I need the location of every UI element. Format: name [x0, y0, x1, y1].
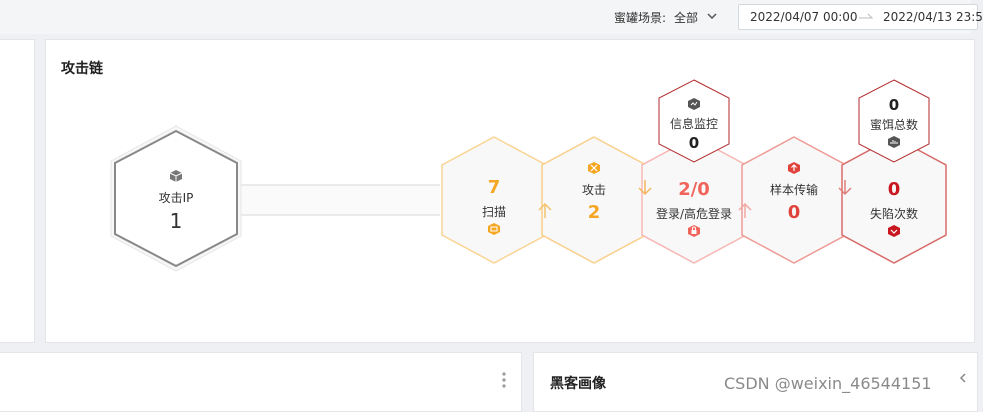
cube-icon: [169, 170, 183, 182]
stage-scan[interactable]: 7 扫描: [459, 177, 529, 240]
stage-attack-value: 2: [587, 202, 601, 223]
stage-attack-label: 攻击: [581, 183, 606, 197]
login-icon: [688, 225, 700, 237]
attack-icon: [588, 162, 600, 174]
monitor-badge[interactable]: 信息监控 0: [659, 96, 729, 154]
source-value: 1: [169, 209, 183, 233]
stage-scan-label: 扫描: [481, 205, 506, 219]
stage-sample-label: 样本传输: [769, 183, 818, 197]
bait-icon: [888, 136, 900, 148]
monitor-label: 信息监控: [669, 117, 718, 131]
stage-attack[interactable]: 攻击 2: [559, 160, 629, 224]
stage-login[interactable]: 2/0 登录/高危登录: [649, 179, 739, 242]
monitor-value: 0: [688, 134, 700, 152]
stage-scan-value: 7: [487, 177, 501, 198]
date-range-picker[interactable]: 2022/04/07 00:00 2022/04/13 23:5: [738, 4, 983, 30]
date-start[interactable]: 2022/04/07 00:00: [750, 10, 858, 24]
source-label: 攻击IP: [158, 191, 194, 205]
scene-select[interactable]: 全部: [674, 11, 699, 25]
stage-fallen-label: 失陷次数: [869, 207, 918, 221]
left-panel: [0, 39, 35, 343]
chevron-down-icon[interactable]: [706, 10, 718, 22]
bait-value: 0: [888, 96, 900, 114]
sample-icon: [788, 162, 800, 174]
watermark: CSDN @weixin_46544151: [724, 374, 932, 393]
stage-login-label: 登录/高危登录: [655, 207, 733, 221]
top-filter-bar: 蜜罐场景: 全部 2022/04/07 00:00 2022/04/13 23:…: [0, 0, 983, 34]
fallen-icon: [888, 225, 900, 237]
arrow-right-icon: [859, 13, 874, 19]
date-end[interactable]: 2022/04/13 23:5: [883, 10, 983, 24]
stage-fallen-value: 0: [887, 179, 901, 200]
stage-sample-value: 0: [787, 202, 801, 223]
stage-login-value: 2/0: [678, 179, 710, 200]
stage-fallen[interactable]: 0 失陷次数: [859, 179, 929, 242]
more-vertical-icon[interactable]: [499, 371, 509, 389]
monitor-icon: [688, 98, 700, 110]
chevron-left-icon[interactable]: [958, 372, 968, 384]
scene-label: 蜜罐场景:: [614, 11, 667, 25]
bait-badge[interactable]: 0 蜜饵总数: [859, 94, 929, 153]
source-node[interactable]: 攻击IP 1: [136, 168, 216, 232]
hacker-profile-title: 黑客画像: [550, 376, 606, 392]
attack-chain-title: 攻击链: [61, 61, 103, 77]
bottom-left-panel: [0, 352, 522, 412]
bait-label: 蜜饵总数: [869, 118, 918, 132]
stage-sample[interactable]: 样本传输 0: [759, 160, 829, 224]
scan-icon: [488, 223, 500, 235]
